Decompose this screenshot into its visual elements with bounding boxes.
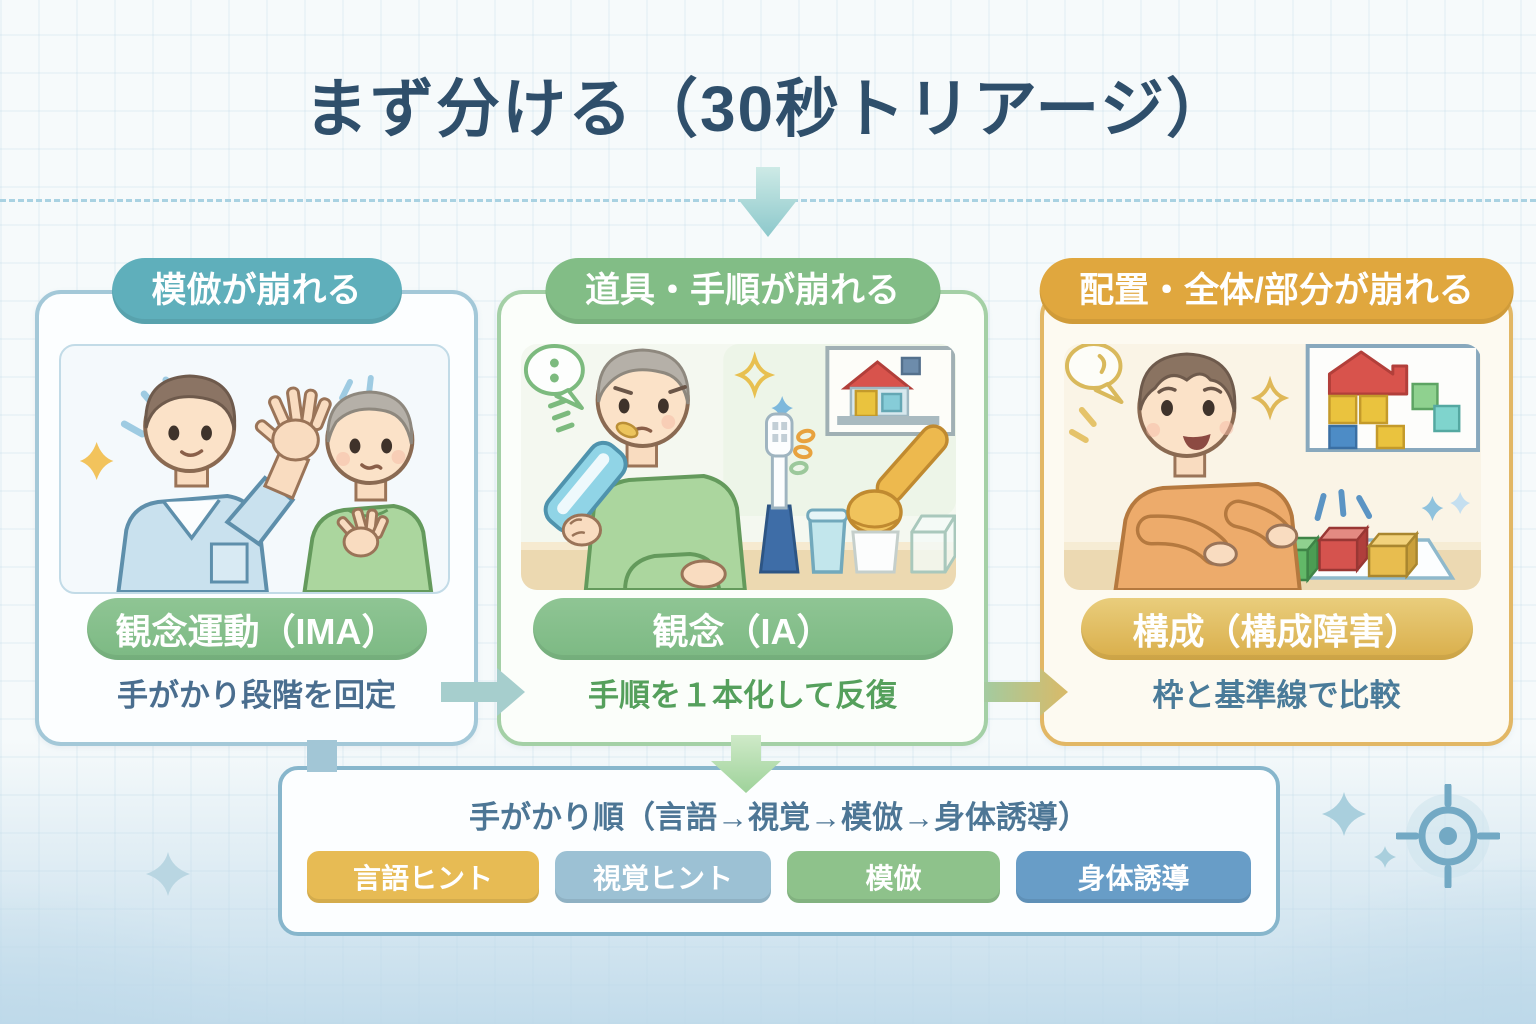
arrow-imitation-to-tools-icon bbox=[441, 666, 525, 723]
therapist-figure bbox=[116, 374, 332, 592]
card-construction-header: 配置・全体/部分が崩れる bbox=[1039, 258, 1514, 324]
imitation-illustration bbox=[59, 344, 450, 594]
sparkle-icon bbox=[1421, 496, 1444, 521]
block-pattern-picture bbox=[1305, 344, 1481, 452]
construction-illustration bbox=[1064, 344, 1481, 590]
card-tools: 道具・手順が崩れる bbox=[497, 258, 988, 746]
connector-tab bbox=[307, 740, 337, 772]
sparkle-icon bbox=[771, 396, 793, 421]
imitating-hand-icon bbox=[336, 507, 389, 558]
bottle-icon bbox=[543, 440, 628, 534]
down-arrow-green-icon bbox=[711, 735, 781, 798]
cue-order-title: 手がかり順（言語→視覚→模倣→身体誘導） bbox=[469, 800, 1089, 835]
sparkle-icon bbox=[1374, 846, 1396, 873]
card-tools-badge: 観念（IA） bbox=[532, 598, 953, 660]
scrub-brush-icon bbox=[846, 424, 949, 574]
target-crosshair-icon bbox=[1394, 782, 1502, 893]
card-tools-header: 道具・手順が崩れる bbox=[544, 258, 941, 324]
cue-order-panel: 手がかり順（言語→視覚→模倣→身体誘導） 言語ヒント 視覚ヒント 模倣 身体誘導 bbox=[278, 766, 1280, 936]
sparkle-icon bbox=[1450, 492, 1471, 514]
card-imitation-note: 手がかり段階を回定 bbox=[117, 678, 396, 713]
card-construction: 配置・全体/部分が崩れる bbox=[1039, 258, 1514, 746]
glass-cube-icon bbox=[910, 514, 956, 574]
arrow-tools-to-construction-icon bbox=[984, 666, 1068, 723]
card-imitation: 模倣が崩れる bbox=[35, 258, 478, 746]
card-construction-badge: 構成（構成障害） bbox=[1080, 598, 1473, 660]
tools-illustration bbox=[521, 344, 956, 590]
patient-blocks-figure bbox=[1113, 352, 1302, 590]
sparkle-icon bbox=[1322, 792, 1366, 841]
card-construction-note: 枠と基準線で比較 bbox=[1152, 678, 1401, 713]
open-hand-icon bbox=[254, 386, 332, 462]
toothbrush-icon bbox=[758, 412, 800, 574]
chip-physical-guidance: 身体誘導 bbox=[1016, 851, 1251, 903]
patient-drinking-figure bbox=[543, 348, 747, 590]
sparkle-icon bbox=[734, 351, 776, 399]
card-imitation-badge: 観念運動（IMA） bbox=[86, 598, 427, 660]
confused-speech-bubble-icon bbox=[523, 344, 585, 410]
sparkle-icon bbox=[146, 852, 190, 901]
page-title: まず分ける（30秒トリアージ） bbox=[303, 73, 1233, 145]
house-model-picture bbox=[825, 346, 956, 436]
card-imitation-header: 模倣が崩れる bbox=[111, 258, 402, 324]
patient-figure bbox=[302, 390, 434, 592]
emphasis-dashes-icon bbox=[1314, 489, 1373, 521]
speech-bubble-icon bbox=[1064, 344, 1124, 404]
cup-icon bbox=[806, 508, 849, 574]
chip-verbal-hint: 言語ヒント bbox=[307, 851, 539, 903]
chip-visual-hint: 視覚ヒント bbox=[555, 851, 771, 903]
chip-imitation: 模倣 bbox=[787, 851, 1000, 903]
down-arrow-icon bbox=[738, 167, 798, 242]
sparkle-icon bbox=[1250, 375, 1290, 421]
sparkle-icon bbox=[79, 442, 114, 480]
cue-chips-row: 言語ヒント 視覚ヒント 模倣 身体誘導 bbox=[282, 851, 1276, 903]
card-tools-note: 手順を１本化して反復 bbox=[587, 678, 898, 713]
